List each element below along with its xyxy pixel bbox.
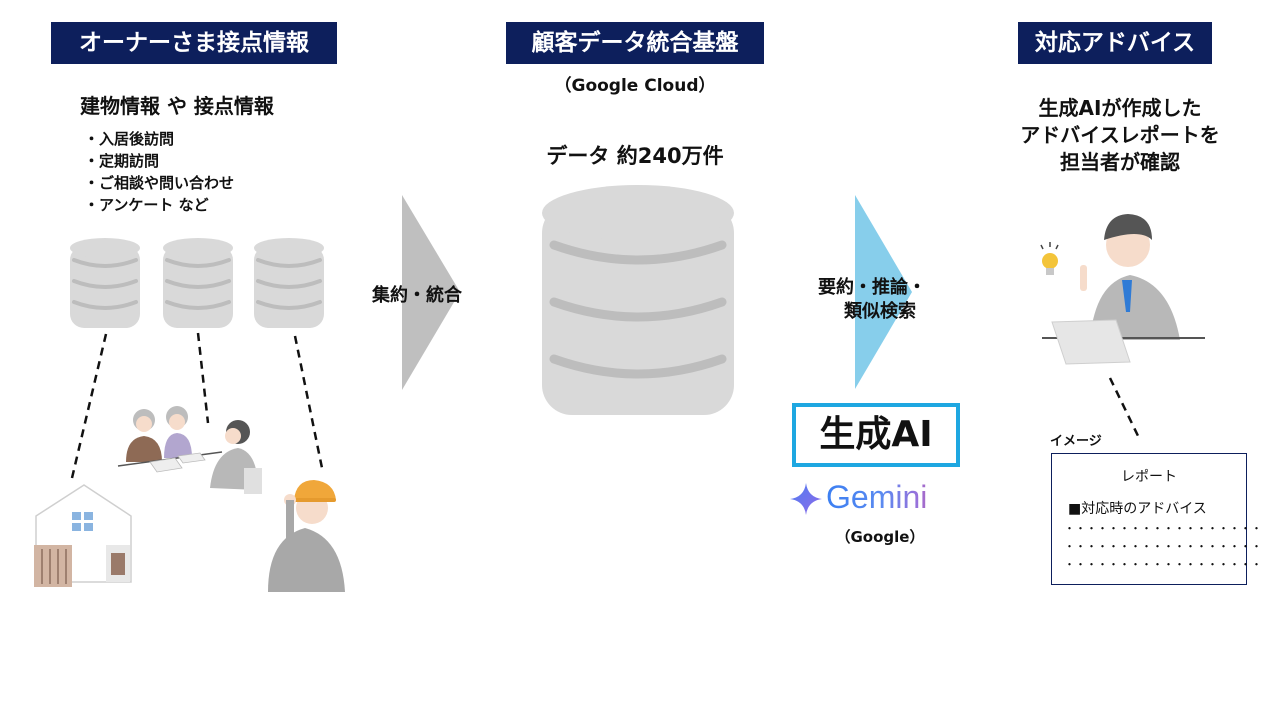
aggregate-arrow <box>402 195 460 390</box>
platform-provider: （Google Cloud） <box>554 76 716 96</box>
contact-type-item: ・入居後訪問 <box>84 130 175 148</box>
ai-process-label: 要約・推論・ 類似検索 <box>818 276 958 324</box>
owner-subtitle: 建物情報 や 接点情報 <box>80 94 274 118</box>
advice-description-line: アドバイスレポートを <box>1020 123 1220 147</box>
report-title: レポート <box>1121 469 1177 485</box>
database-icon <box>254 238 324 328</box>
dashed-connector <box>1108 377 1142 441</box>
contact-type-item: ・アンケート など <box>84 196 209 214</box>
contact-type-item: ・ご相談や問い合わせ <box>84 174 235 192</box>
report-dot-line: ・・・・・・・・・・・・・・・・・・ <box>1064 540 1262 553</box>
gemini-vendor: （Google） <box>835 528 925 546</box>
data-platform-header: 顧客データ統合基盤 <box>506 22 764 64</box>
data-count: データ 約240万件 <box>546 144 724 168</box>
generative-ai-box: 生成AI <box>792 403 960 467</box>
owner-contact-header: オーナーさま接点情報 <box>51 22 337 64</box>
database-icon <box>163 238 233 328</box>
advice-description: 生成AIが作成した アドバイスレポートを 担当者が確認 <box>990 95 1250 176</box>
house-icon <box>34 484 132 587</box>
aggregate-label: 集約・統合 <box>372 285 462 306</box>
report-dot-line: ・・・・・・・・・・・・・・・・・・ <box>1064 522 1262 535</box>
contact-type-item: ・定期訪問 <box>84 152 160 170</box>
central-database-icon <box>542 185 734 415</box>
database-icon <box>70 238 140 328</box>
advice-description-line: 担当者が確認 <box>1060 150 1180 174</box>
gemini-logo-text: Gemini <box>826 479 951 516</box>
lightbulb-icon <box>1040 242 1059 275</box>
contact-type-list: ・入居後訪問 ・定期訪問 ・ご相談や問い合わせ ・アンケート など <box>84 128 304 216</box>
report-preview: レポート ■対応時のアドバイス ・・・・・・・・・・・・・・・・・・ ・・・・・… <box>1051 453 1262 585</box>
worker-illustration <box>268 480 345 592</box>
staff-illustration <box>1040 214 1205 441</box>
source-databases <box>34 238 345 592</box>
advice-description-line: 生成AIが作成した <box>1038 96 1202 120</box>
report-image-label: イメージ <box>1050 434 1102 449</box>
dashed-connector <box>293 335 324 469</box>
ai-process-line: 要約・推論・ <box>818 277 926 298</box>
dashed-connector <box>70 333 108 479</box>
report-dot-line: ・・・・・・・・・・・・・・・・・・ <box>1064 558 1262 571</box>
ai-process-arrow <box>855 195 912 389</box>
gemini-sparkle-icon <box>790 483 822 515</box>
report-placeholder-lines: ・・・・・・・・・・・・・・・・・・ ・・・・・・・・・・・・・・・・・・ ・・… <box>1064 520 1262 574</box>
advice-header: 対応アドバイス <box>1018 22 1212 64</box>
ai-process-line: 類似検索 <box>844 301 916 322</box>
dashed-connector <box>196 332 210 424</box>
report-section: ■対応時のアドバイス <box>1068 501 1207 517</box>
meeting-illustration <box>117 406 262 494</box>
